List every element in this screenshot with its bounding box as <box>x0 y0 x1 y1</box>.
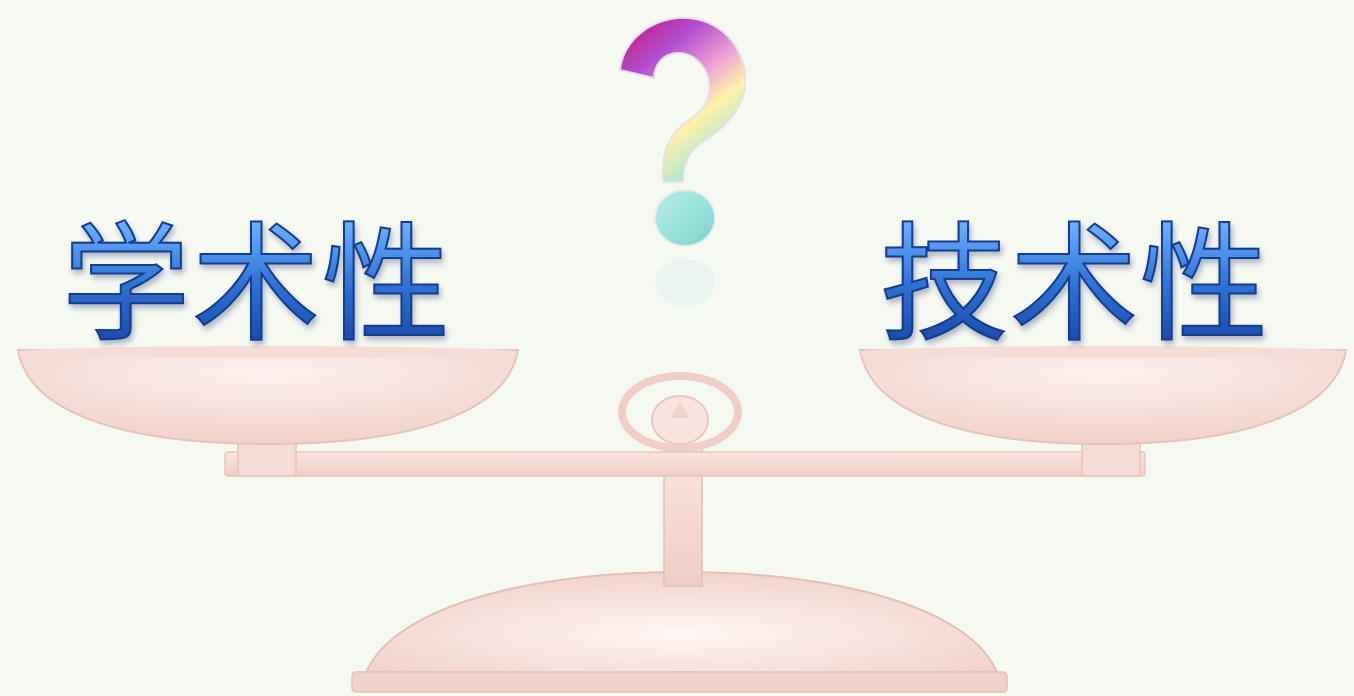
right-pan-label: 技术性 <box>879 211 1271 360</box>
question-mark-icon <box>618 16 747 307</box>
balance-scale-icon <box>16 346 1348 693</box>
left-pan-label: 学术性 <box>61 211 453 360</box>
